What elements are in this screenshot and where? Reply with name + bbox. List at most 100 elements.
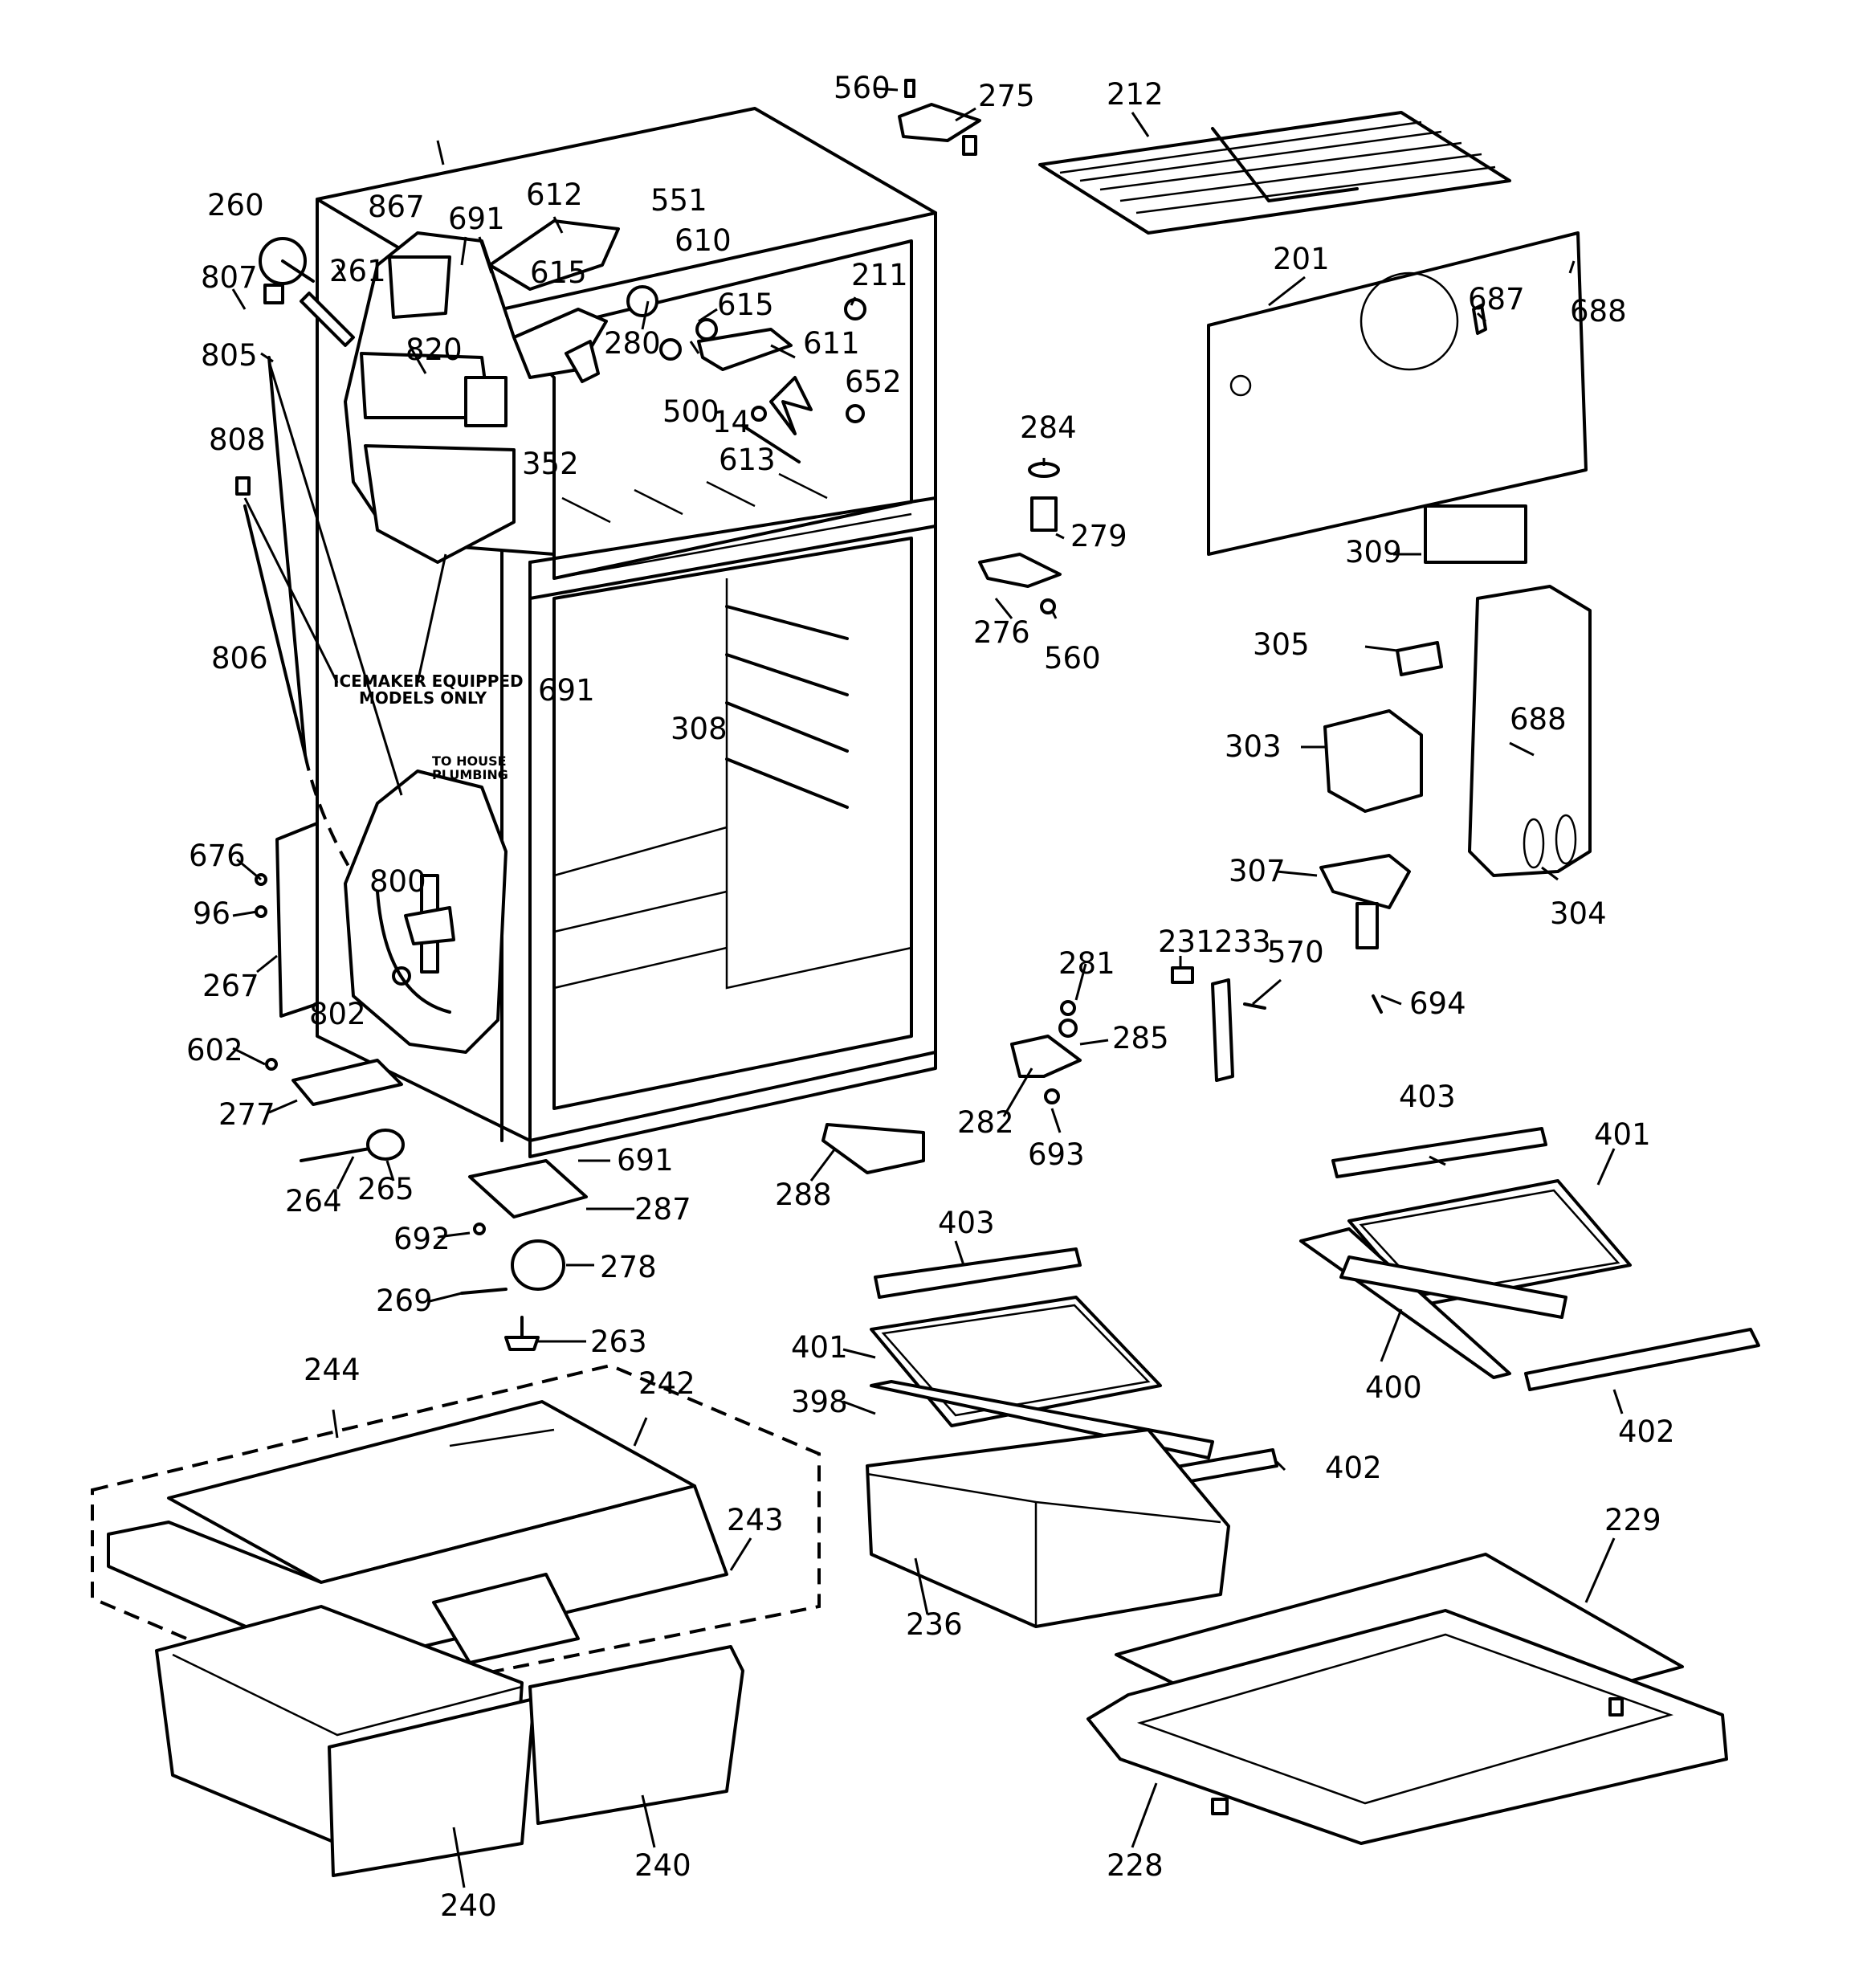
middle-column-parts [978,462,1383,1104]
pan-assembly [91,1363,821,1877]
label-688: 688 [1510,702,1567,737]
label-402: 402 [1618,1414,1675,1449]
label-570: 570 [1267,935,1324,970]
label-243: 243 [727,1503,784,1537]
label-303: 303 [1225,729,1282,764]
label-692: 692 [393,1222,450,1256]
label-285: 285 [1112,1021,1169,1055]
dispenser-parts [1319,585,1592,949]
label-615: 615 [717,288,774,322]
label-279: 279 [1070,519,1127,553]
label-867: 867 [368,190,425,224]
label-307: 307 [1229,854,1286,888]
label-305: 305 [1253,627,1310,662]
label-693: 693 [1028,1137,1085,1172]
label-240: 240 [634,1848,691,1883]
label-691: 691 [617,1143,674,1178]
label-228: 228 [1107,1848,1164,1883]
label-820: 820 [406,333,463,367]
label-280: 280 [604,326,661,361]
label-676: 676 [189,839,246,873]
label-231: 231 [1158,925,1215,959]
label-352: 352 [522,447,579,481]
water-line-dashed [304,754,351,868]
label-802: 802 [309,997,366,1031]
label-560: 560 [1044,641,1101,676]
label-260: 260 [207,188,264,222]
label-694: 694 [1409,986,1466,1021]
label-551: 551 [650,183,707,218]
label-304: 304 [1550,896,1607,931]
label-278: 278 [600,1250,657,1284]
label-264: 264 [285,1184,342,1219]
label-236: 236 [906,1607,963,1642]
label-398: 398 [791,1385,848,1419]
label-288: 288 [775,1178,832,1212]
label-688: 688 [1570,294,1627,329]
shelf-upper-assembly [1299,1127,1760,1391]
label-807: 807 [201,260,258,295]
label-610: 610 [675,223,732,258]
label-261: 261 [329,254,386,288]
label-229: 229 [1604,1503,1661,1537]
label-281: 281 [1058,946,1115,981]
label-284: 284 [1020,410,1077,445]
icemaker-note-line2: MODELS ONLY [359,688,487,708]
water-valve [376,874,455,1014]
label-309: 309 [1345,535,1402,569]
label-401: 401 [1594,1117,1651,1152]
label-242: 242 [638,1366,695,1401]
label-211: 211 [851,258,908,292]
label-687: 687 [1468,282,1525,316]
label-282: 282 [957,1105,1014,1140]
label-615: 615 [530,255,587,290]
label-691: 691 [538,673,595,708]
label-267: 267 [202,969,259,1003]
label-611: 611 [803,326,860,361]
label-14: 14 [712,405,750,439]
label-800: 800 [369,864,426,899]
label-612: 612 [526,178,583,212]
plumbing-note-line1: TO HOUSE [432,753,507,769]
label-265: 265 [357,1172,414,1206]
label-212: 212 [1107,77,1164,112]
leader-lines [231,87,1624,1888]
label-276: 276 [973,615,1030,650]
label-275: 275 [978,79,1035,113]
plumbing-note-line2: PLUMBING [432,767,508,782]
label-244: 244 [304,1353,361,1387]
shelf-lower-assembly [866,1247,1278,1628]
label-269: 269 [376,1284,433,1318]
label-691: 691 [448,202,505,236]
label-805: 805 [201,338,258,373]
top-left-parts [235,237,608,757]
label-308: 308 [671,712,728,746]
crisper-cover [1086,1553,1728,1845]
label-602: 602 [186,1033,243,1067]
freezer-controls [488,219,866,463]
label-201: 201 [1273,242,1330,276]
label-403: 403 [1399,1080,1456,1114]
label-403: 403 [938,1206,995,1240]
label-263: 263 [590,1325,647,1359]
top-hinge-and-shelf [898,79,1511,235]
cabinet [316,107,937,1158]
label-402: 402 [1325,1451,1382,1485]
part-labels: 560 275 212 260 867 691 612 551 610 211 … [186,71,1675,1923]
label-277: 277 [218,1097,275,1132]
label-240: 240 [440,1888,497,1923]
label-401: 401 [791,1330,848,1365]
label-613: 613 [719,443,776,477]
label-400: 400 [1365,1370,1422,1405]
label-652: 652 [845,365,902,399]
label-287: 287 [634,1192,691,1227]
evaporator-cover [1207,231,1588,564]
icemaker-note-line1: ICEMAKER EQUIPPED [333,672,524,691]
label-806: 806 [211,641,268,676]
label-808: 808 [209,423,266,457]
label-96: 96 [193,896,230,931]
label-500: 500 [662,394,720,429]
left-lower-parts [255,822,925,1351]
label-560: 560 [834,71,891,105]
